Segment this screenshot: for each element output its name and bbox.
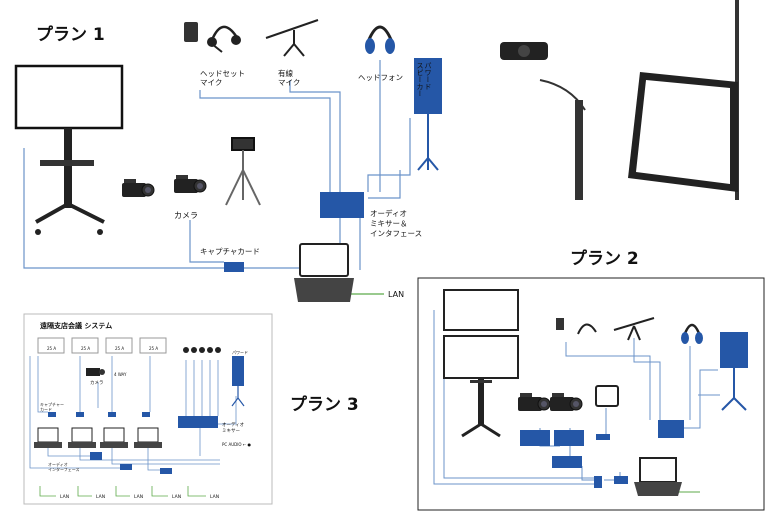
plan3-lan-wires (39, 486, 206, 497)
wired-mic-icon (265, 19, 319, 57)
svg-text:パワード: パワード (424, 62, 432, 90)
headset-mic-icon (184, 22, 241, 53)
plan3-tv-label-2: 25 A (81, 346, 90, 351)
svg-text:スピーカー: スピーカー (416, 62, 424, 97)
capture-card-icon (224, 262, 244, 272)
plan3-speaker-icon (231, 356, 245, 407)
plan3-mic-icons (183, 347, 221, 353)
plan2-powered-speaker-icon (720, 332, 748, 411)
plan3-lan-label-3: LAN (134, 494, 143, 500)
plan3-panel-title: 遠隔支店会議 システム (40, 321, 112, 330)
plan3-lan-label-5: LAN (210, 494, 219, 500)
plan3-tv-label-4: 25 A (149, 346, 158, 351)
capture-label: キャプチャカード (200, 247, 260, 256)
plan3-capture-boxes (48, 412, 172, 474)
plan2-laptop-icon (634, 457, 682, 496)
plan3-speaker-label: パワード (232, 350, 248, 355)
plan3-capture-label: キャプチャー (40, 401, 64, 407)
plan1-lan-label: LAN (388, 290, 404, 299)
plan3-pc-audio-label: PC AUDIO ← ● (222, 442, 251, 447)
headset-label-2: マイク (200, 78, 222, 87)
mixer-label-3: インタフェース (370, 229, 422, 238)
plan2-camcorder-icon (517, 392, 583, 412)
plan2-title: プラン 2 (570, 248, 639, 269)
plan2-tablet-icon (595, 385, 619, 407)
plan2-headset-mic-icon (556, 318, 597, 335)
plan2-wired-mic-icon (613, 317, 655, 341)
monitor-stand-icon (14, 64, 124, 235)
laptop-icon (294, 243, 354, 302)
plan3-camera-label: カメラ (90, 380, 104, 386)
plan2-headphone-icon (681, 323, 703, 344)
tripod-smartphone-icon (225, 137, 261, 206)
plan1-title: プラン 1 (36, 24, 105, 45)
plan3-title: プラン 3 (290, 394, 359, 415)
plan3-tv-label-3: 25 A (115, 346, 124, 351)
plan1-wires (23, 60, 411, 270)
plan2-capture-boxes (520, 420, 684, 488)
plan3-camera-tag: 4 WAY (114, 372, 127, 377)
plan3-mixer-label-2: ミキサー (222, 428, 240, 434)
powered-speaker-icon: パワード スピーカー (414, 58, 442, 171)
plan2-panel (417, 277, 765, 511)
plan3-capture-label-2: カード (40, 407, 52, 412)
headset-label: ヘッドセット (200, 69, 245, 78)
wired-mic-label-2: マイク (278, 78, 300, 87)
headphone-label: ヘッドフォン (358, 73, 403, 82)
plan3-laptops (34, 427, 162, 448)
plan3-tvs (37, 337, 167, 354)
webcam-icon (500, 42, 586, 200)
mixer-label: オーディオ (370, 208, 407, 218)
plan3-mixer-icon (178, 416, 218, 428)
camcorder-icon (121, 174, 207, 198)
tablet-icon (628, 0, 739, 200)
plan3-lan-label-1: LAN (60, 494, 69, 500)
plan3-mixer-label: オーディオ (222, 421, 245, 428)
plan3-lan-label-2: LAN (96, 494, 105, 500)
plan3-audio-if-label-2: インターフェース (48, 466, 80, 472)
plan1-camera-label: カメラ (174, 211, 198, 220)
headphone-icon (365, 25, 395, 54)
plan3-tv-label-1: 25 A (47, 346, 56, 351)
audio-mixer-icon (320, 192, 364, 218)
tv-icon (443, 289, 519, 438)
plan3-audio-if-label: オーディオ (48, 461, 68, 467)
wired-mic-label: 有線 (278, 68, 293, 78)
mixer-label-2: ミキサー＆ (370, 219, 408, 228)
plan2-wires (433, 310, 720, 485)
plan3-lan-label-4: LAN (172, 494, 181, 500)
plan3-camcorder-icon (86, 368, 105, 376)
